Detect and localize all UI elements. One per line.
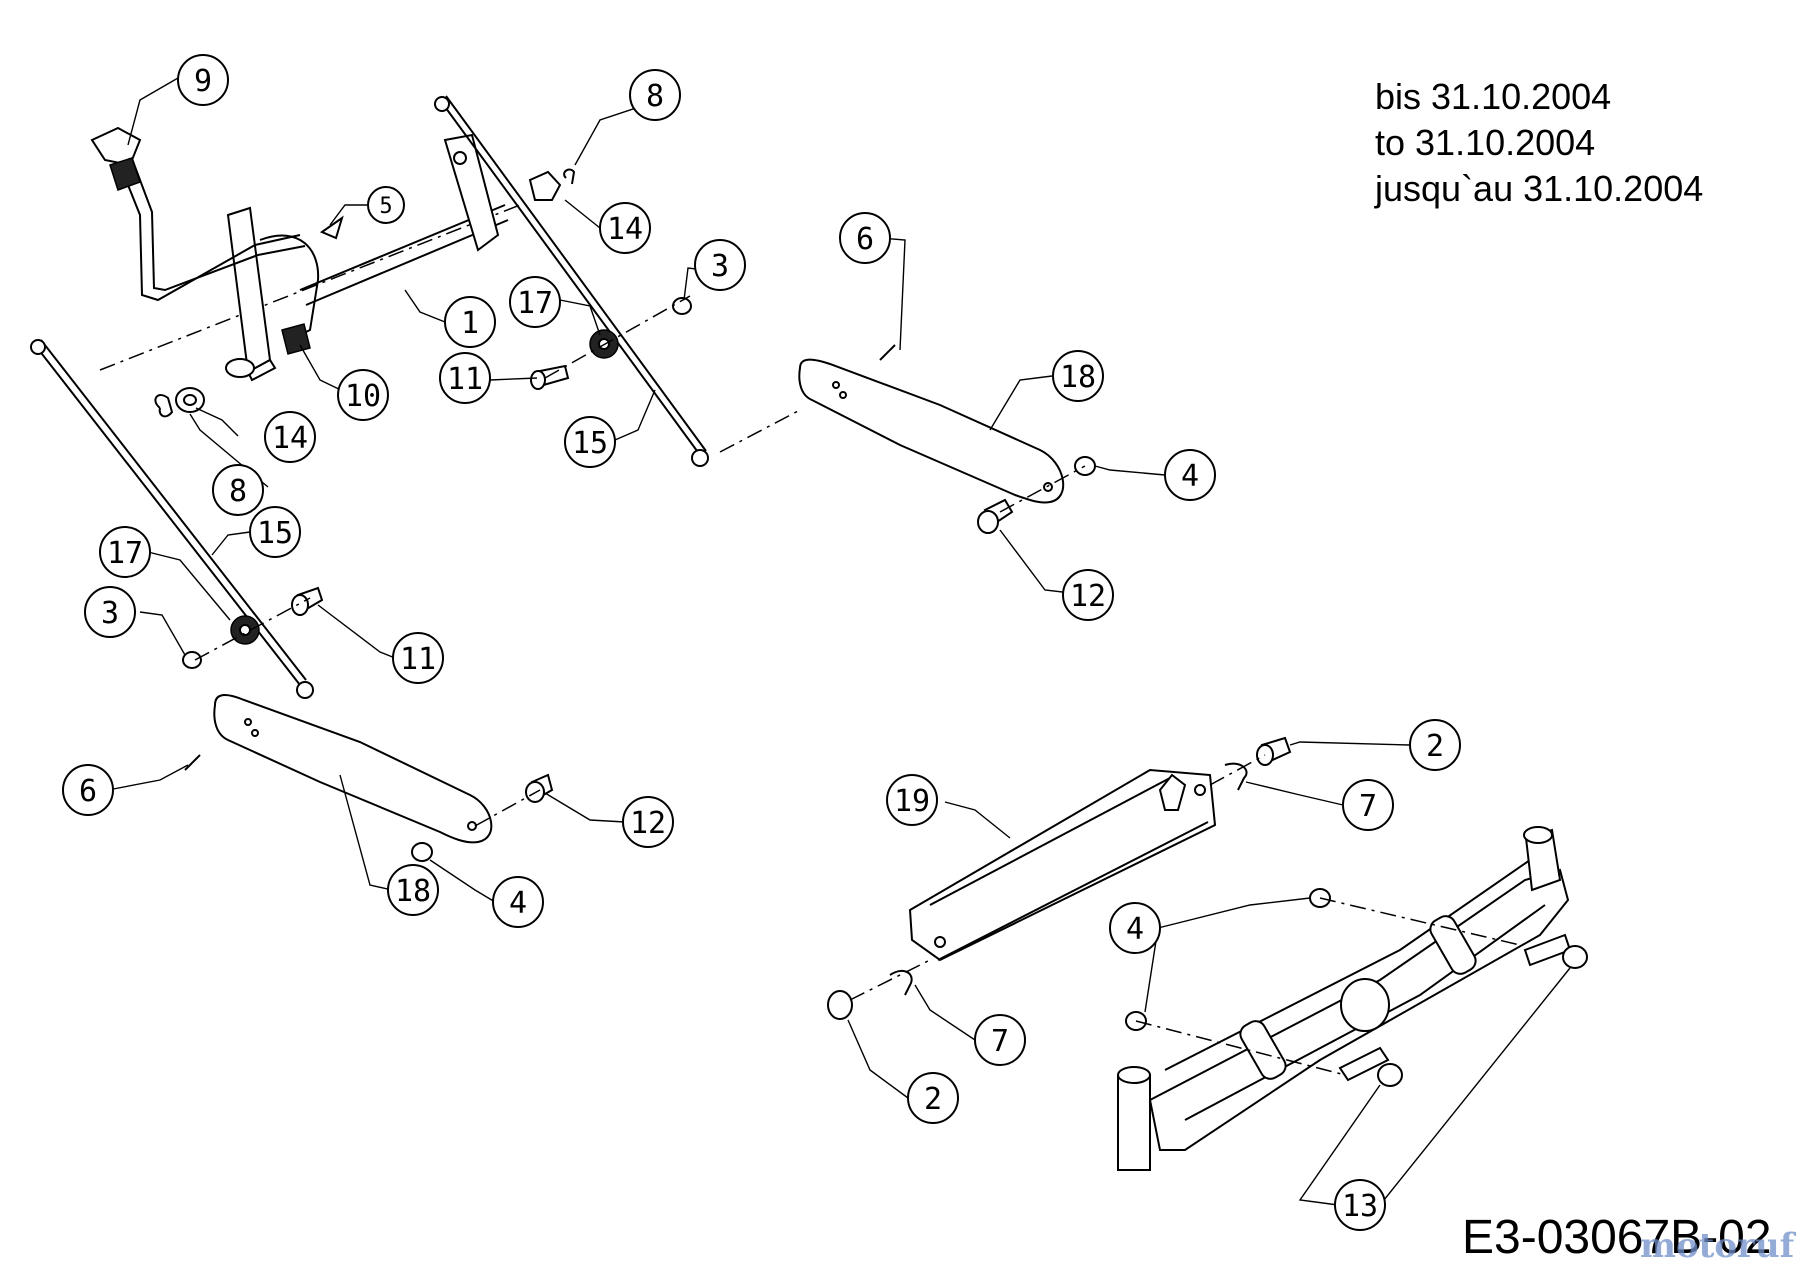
callout-12-right-arm: 12 <box>1062 569 1114 621</box>
callout-17-lower: 17 <box>99 526 151 578</box>
svg-text:11: 11 <box>447 362 483 397</box>
svg-text:8: 8 <box>646 79 664 114</box>
callout-9: 9 <box>177 54 229 106</box>
callout-8-lower: 8 <box>212 464 264 516</box>
front-axle-bracket <box>1117 826 1588 1171</box>
left-lift-link <box>30 339 324 699</box>
callout-4-axle: 4 <box>1109 902 1161 954</box>
upper-lift-link <box>434 95 801 467</box>
left-lift-arm <box>184 694 554 862</box>
svg-text:3: 3 <box>711 249 729 284</box>
validity-en: to 31.10.2004 <box>1375 122 1596 163</box>
svg-text:6: 6 <box>79 774 97 809</box>
callout-14-lower: 14 <box>264 411 316 463</box>
callout-2-upper: 2 <box>1409 719 1461 771</box>
callout-17-upper: 17 <box>509 276 561 328</box>
svg-text:12: 12 <box>1070 579 1106 614</box>
validity-note: bis 31.10.2004 to 31.10.2004 jusqu`au 31… <box>1375 74 1703 212</box>
lever-knob <box>90 126 142 191</box>
svg-text:14: 14 <box>272 421 308 456</box>
callout-18-left-arm: 18 <box>387 864 439 916</box>
svg-text:1: 1 <box>461 306 479 341</box>
callout-8-upper: 8 <box>629 69 681 121</box>
watermark: motoruf <box>1640 1226 1795 1266</box>
svg-text:5: 5 <box>379 194 392 219</box>
svg-text:10: 10 <box>345 379 381 414</box>
callout-11-upper: 11 <box>439 352 491 404</box>
svg-text:11: 11 <box>400 642 436 677</box>
svg-text:19: 19 <box>894 784 930 819</box>
svg-text:6: 6 <box>856 222 874 257</box>
svg-text:7: 7 <box>991 1024 1009 1059</box>
callout-3-lower: 3 <box>84 586 136 638</box>
callout-12-left-arm: 12 <box>622 796 674 848</box>
svg-text:17: 17 <box>517 286 553 321</box>
svg-text:15: 15 <box>572 426 608 461</box>
callout-4-right-arm: 4 <box>1164 449 1216 501</box>
svg-text:7: 7 <box>1359 789 1377 824</box>
validity-de: bis 31.10.2004 <box>1375 76 1612 117</box>
callout-11-lower: 11 <box>392 632 444 684</box>
svg-text:13: 13 <box>1342 1189 1378 1224</box>
svg-text:2: 2 <box>1426 729 1444 764</box>
svg-text:4: 4 <box>509 886 527 921</box>
callout-6-lower: 6 <box>62 764 114 816</box>
callout-4-left-arm: 4 <box>492 876 544 928</box>
callout-5: 5 <box>367 186 405 224</box>
callout-3-upper: 3 <box>694 239 746 291</box>
lift-lever-assembly <box>90 126 576 418</box>
right-lift-arm <box>798 344 1096 534</box>
svg-text:18: 18 <box>1060 360 1096 395</box>
callout-14-upper: 14 <box>599 202 651 254</box>
svg-text:8: 8 <box>229 474 247 509</box>
callout-7-upper: 7 <box>1342 779 1394 831</box>
svg-text:2: 2 <box>924 1082 942 1117</box>
callout-13: 13 <box>1334 1179 1386 1231</box>
callout-6-upper: 6 <box>839 212 891 264</box>
svg-text:9: 9 <box>194 64 212 99</box>
callout-19: 19 <box>886 774 938 826</box>
validity-fr: jusqu`au 31.10.2004 <box>1375 168 1704 209</box>
callout-15-lower: 15 <box>249 506 301 558</box>
callout-15-upper: 15 <box>564 416 616 468</box>
svg-text:18: 18 <box>395 874 431 909</box>
callouts: 1 2 2 3 3 4 4 4 5 6 6 7 7 8 8 9 10 11 11… <box>62 54 1461 1231</box>
svg-text:12: 12 <box>630 806 666 841</box>
svg-text:15: 15 <box>257 516 293 551</box>
callout-2-lower: 2 <box>907 1072 959 1124</box>
drawing-number: E3-03067B-02 <box>1462 1211 1772 1264</box>
svg-text:4: 4 <box>1126 912 1144 947</box>
callout-1: 1 <box>444 296 496 348</box>
svg-text:17: 17 <box>107 536 143 571</box>
callout-10: 10 <box>337 369 389 421</box>
callout-7-lower: 7 <box>974 1014 1026 1066</box>
svg-text:3: 3 <box>101 596 119 631</box>
svg-text:14: 14 <box>607 212 643 247</box>
callout-18-right-arm: 18 <box>1052 350 1104 402</box>
front-hanger-bracket <box>827 736 1292 1020</box>
svg-text:4: 4 <box>1181 459 1199 494</box>
